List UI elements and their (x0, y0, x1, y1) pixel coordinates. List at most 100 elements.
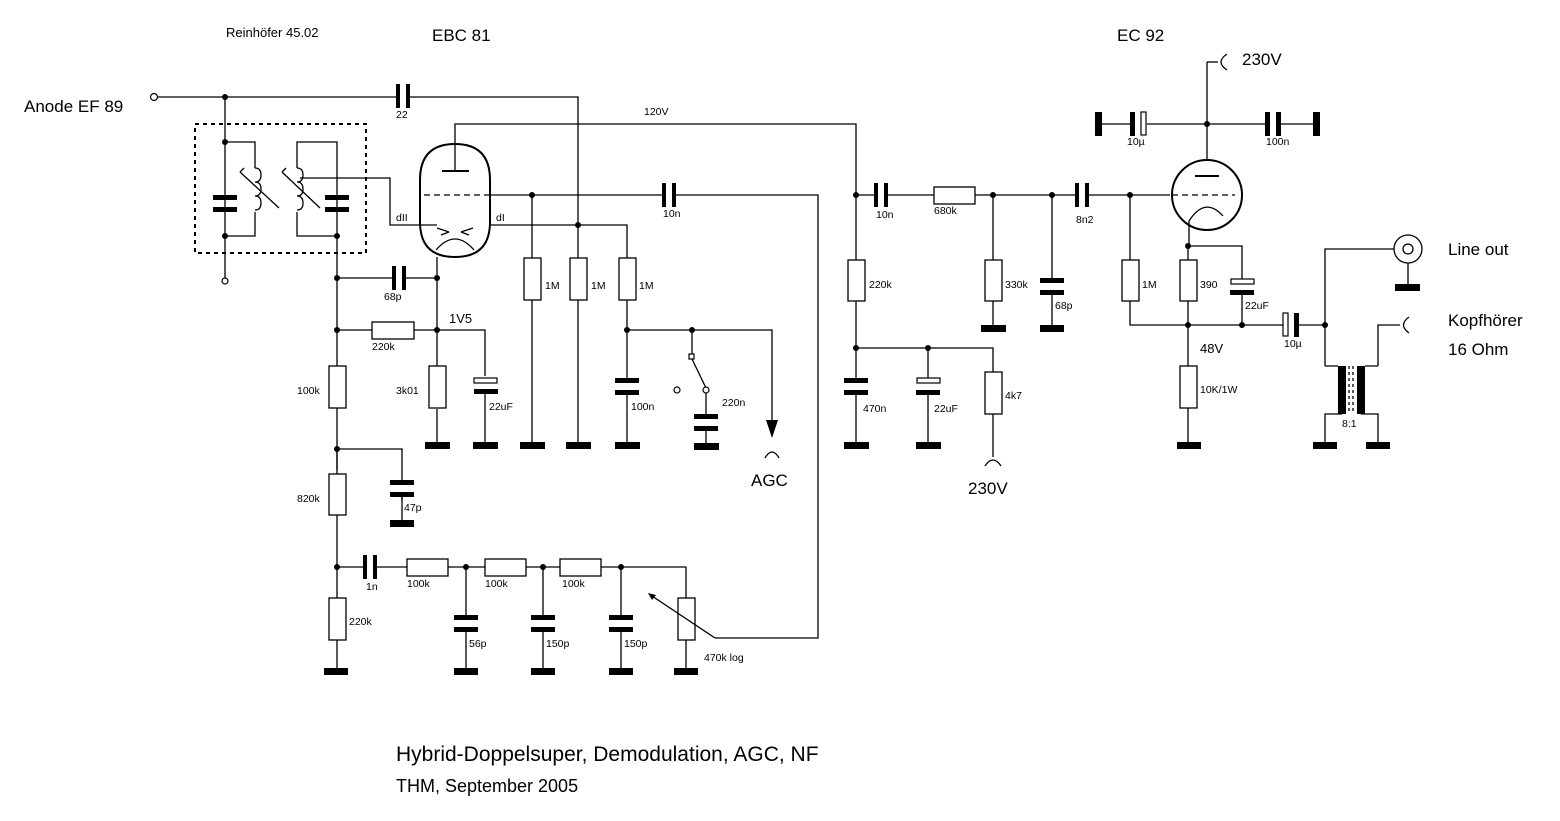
cap-150p-1 (531, 615, 555, 632)
resistor-680k (933, 186, 976, 205)
pot-470k-label: 470k log (704, 652, 744, 664)
cap-150p-2 (609, 615, 633, 632)
cap-22uF-supply (916, 377, 941, 395)
ground-icon (1095, 112, 1102, 136)
headphones-label-2: 16 Ohm (1448, 340, 1508, 359)
r-820k-label: 820k (297, 493, 321, 505)
ground-icon (324, 668, 348, 675)
diagram-subtitle: THM, September 2005 (396, 776, 578, 796)
resistor-220k-anode (847, 259, 866, 302)
r-3k01-label: 3k01 (396, 385, 419, 397)
cap-10n-grid-label: 10n (663, 208, 681, 220)
resistor-3k01 (428, 365, 447, 409)
c-22uF-supply-label: 22uF (934, 403, 958, 415)
resistor-220k-low (328, 597, 347, 641)
filter-terminal[interactable] (221, 277, 229, 285)
cap-10u-out (1282, 312, 1299, 337)
ground-icon (1040, 325, 1064, 332)
line-out-label: Line out (1448, 240, 1509, 259)
resistor-100k-2 (484, 558, 527, 577)
resistor-330k (984, 259, 1003, 302)
resistor-220k-bias (371, 321, 415, 340)
supply-top-label: 230V (1242, 50, 1282, 69)
resistor-1M-a (523, 257, 542, 301)
input-wire (157, 96, 579, 228)
r-100k-3-label: 100k (562, 578, 586, 590)
c-8n2-label: 8n2 (1076, 214, 1094, 226)
c-10u-top-label: 10µ (1127, 136, 1145, 148)
c-470n-label: 470n (863, 403, 887, 415)
r-680k-label: 680k (934, 205, 958, 217)
r-1M-grid2-label: 1M (1142, 279, 1157, 291)
r-100k-label: 100k (297, 385, 321, 397)
cap-68p-top (392, 266, 406, 290)
cap-56p (454, 615, 478, 632)
resistor-100k-1 (406, 558, 449, 577)
agc-terminal-icon (764, 451, 780, 459)
c-68p-mid-label: 68p (1055, 300, 1073, 312)
line-out-jack-icon[interactable] (1393, 234, 1423, 264)
ground-icon (1395, 284, 1420, 291)
transformer-ratio-label: 8:1 (1342, 418, 1357, 430)
agc-switch-lever[interactable] (691, 358, 707, 389)
agc-label: AGC (751, 471, 788, 490)
cap-470n (844, 378, 868, 395)
ground-icon (425, 442, 450, 449)
cap-22-label: 22 (396, 109, 408, 121)
coil1-icon (254, 167, 262, 211)
cap-22uF-cathode1 (473, 377, 498, 394)
pin-dII: dII (396, 212, 408, 224)
r-1M-b-label: 1M (591, 280, 606, 292)
c-150p-2-label: 150p (624, 638, 648, 650)
cap-8n2 (1075, 183, 1089, 207)
c-56p-label: 56p (469, 638, 487, 650)
r-100k-1-label: 100k (407, 578, 431, 590)
cap-10n-out (874, 183, 888, 207)
cap-220n-agc (694, 414, 718, 431)
ground-icon (981, 325, 1006, 332)
ground-icon (674, 668, 698, 675)
ground-icon (694, 443, 719, 450)
resistor-100k (328, 365, 347, 409)
resistor-10k (1179, 365, 1198, 409)
r-220k-bias-label: 220k (372, 341, 396, 353)
supply-terminal-icon (984, 459, 1002, 467)
resistor-390 (1179, 259, 1198, 302)
ground-icon (531, 668, 555, 675)
coil2-icon (296, 167, 304, 211)
resistor-1M-c (618, 257, 637, 301)
output-transformer-icon (1324, 365, 1379, 446)
c-1n-label: 1n (366, 581, 378, 593)
cap-10u-top (1130, 111, 1147, 136)
diode2-wire (300, 177, 437, 226)
r-390-label: 390 (1200, 279, 1218, 291)
ground-icon (1177, 442, 1201, 449)
resistor-1M-grid2 (1121, 259, 1140, 302)
ground-icon (454, 668, 478, 675)
r-330k-label: 330k (1005, 279, 1029, 291)
switch-pivot (688, 353, 695, 360)
cap-100n-agc (615, 378, 639, 395)
headphones-label-1: Kopfhörer (1448, 311, 1523, 330)
input-terminal[interactable] (149, 92, 159, 102)
if-filter-box (194, 123, 367, 254)
r-220k-low-label: 220k (349, 616, 373, 628)
ground-icon (1366, 442, 1390, 449)
c-10n-out-label: 10n (876, 209, 894, 221)
c-100n-top-label: 100n (1266, 136, 1290, 148)
ec92-tube-icon (1171, 159, 1243, 231)
ground-icon (1313, 112, 1320, 136)
headphone-jack-icon[interactable] (1402, 316, 1410, 334)
cap-22 (396, 84, 410, 108)
resistor-1M-b (569, 257, 588, 301)
ground-icon (1313, 442, 1337, 449)
r-220k-anode-label: 220k (869, 279, 893, 291)
cap-100n-top (1265, 112, 1281, 136)
tube1-heading: EBC 81 (432, 26, 491, 45)
ground-icon (916, 442, 941, 449)
resistor-100k-3 (559, 558, 602, 577)
filter-cap-1 (213, 195, 237, 212)
cap-1n (363, 555, 377, 579)
c-22uF-cath2-label: 22uF (1245, 300, 1269, 312)
